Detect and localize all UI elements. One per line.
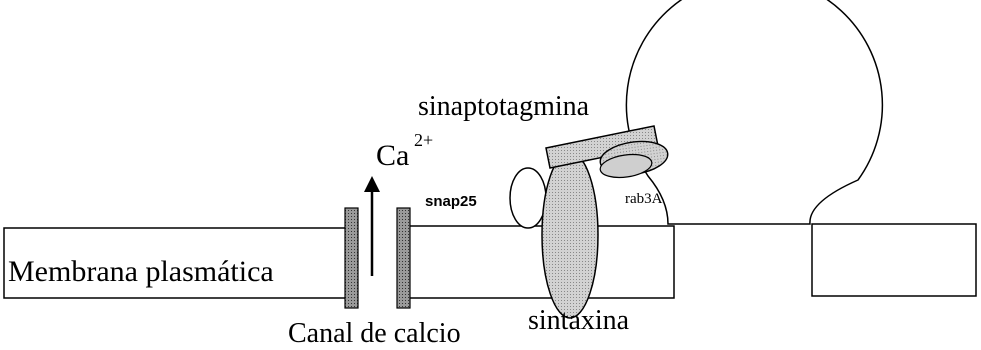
syntaxin-label: sintaxina — [528, 305, 630, 336]
calcium-ion-symbol: Ca — [376, 139, 409, 172]
membrane-middle-segment — [408, 226, 674, 298]
syntaxin-protein — [542, 152, 598, 318]
synaptotagmin-label: sinaptotagmina — [418, 91, 590, 122]
channel-label: Canal de calcio — [288, 318, 461, 349]
membrane-right-segment — [812, 224, 976, 296]
calcium-channel-left — [345, 208, 358, 308]
rab3a-label: rab3A — [625, 191, 663, 207]
calcium-channel-right — [397, 208, 410, 308]
snap25-label: snap25 — [425, 193, 477, 210]
calcium-ion-label: Ca 2+ — [376, 130, 433, 172]
membrane-label: Membrana plasmática — [8, 255, 274, 288]
calcium-influx-arrowhead — [364, 176, 380, 192]
synaptic-vesicle — [626, 0, 882, 224]
snap25-protein — [510, 168, 546, 228]
calcium-ion-charge: 2+ — [414, 130, 433, 150]
